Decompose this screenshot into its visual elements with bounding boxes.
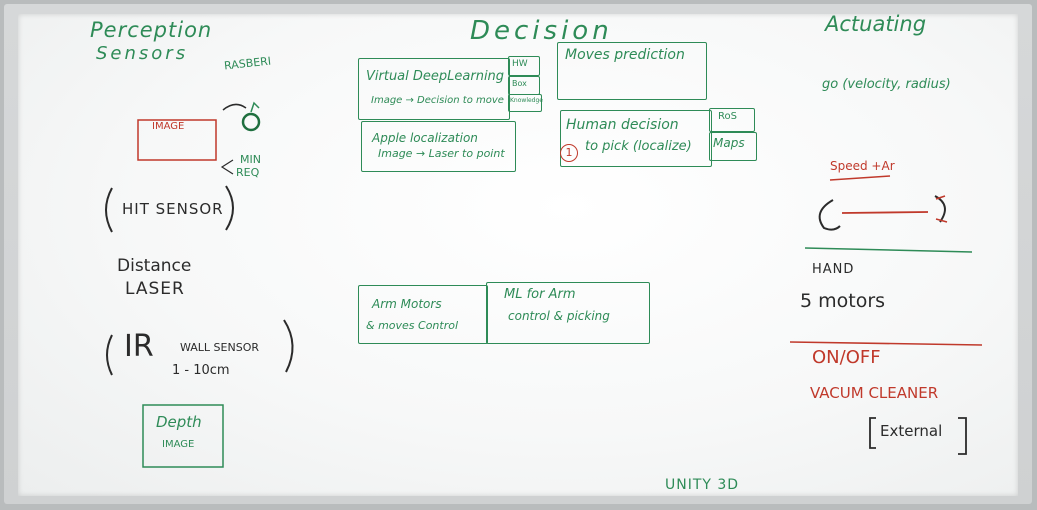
min-req-arrow (220, 159, 234, 175)
maps-box (709, 132, 757, 161)
speed-label: Speed +Ar (830, 159, 895, 173)
arm-motors-subtitle: & moves Control (366, 319, 459, 332)
knowledge-label: Knowledge (510, 97, 543, 104)
hit-sensor-right-paren (225, 185, 234, 231)
virtual-deeplearning-box (358, 58, 510, 120)
ml-arm-box (486, 282, 650, 344)
req-label: REQ (236, 166, 260, 179)
moves-prediction-box (557, 42, 707, 100)
vdl-subtitle: Image → Decision to move (371, 95, 504, 106)
actuating-divider-2 (789, 341, 983, 346)
moves-prediction-label: Moves prediction (565, 47, 685, 63)
min-label: MIN (240, 153, 261, 166)
vacuum-label: VACUM CLEANER (810, 384, 939, 402)
maps-label: Maps (713, 136, 745, 150)
to-pick-label: to pick (localize) (585, 139, 692, 154)
external-label: External (880, 422, 943, 440)
hand-gripper-sketch (818, 195, 948, 231)
ros-box (709, 108, 755, 132)
knowledge-box (508, 94, 542, 112)
external-left-bracket (869, 417, 876, 449)
hw-box (508, 56, 540, 76)
human-decision-box (560, 110, 712, 167)
hand-label: HAND (812, 262, 855, 277)
go-label: go (velocity, radius) (822, 77, 951, 92)
arm-motors-box (358, 285, 488, 344)
box-label: Box (512, 79, 527, 88)
actuating-divider-1 (804, 247, 973, 253)
image-label: IMAGE (152, 121, 185, 132)
decision-title: Decision (470, 16, 613, 46)
apple-localization-title: Apple localization (372, 131, 478, 145)
apple-localization-subtitle: Image → Laser to point (378, 147, 505, 160)
ml-arm-label: ML for Arm (504, 287, 576, 302)
wall-sensor-label: WALL SENSOR (180, 341, 259, 354)
depth-label: Depth (156, 413, 202, 431)
depth-image-label: IMAGE (162, 439, 195, 450)
raspberry-sketch (222, 101, 261, 132)
vdl-title: Virtual DeepLearning (366, 69, 505, 84)
distance-label: Distance (117, 256, 192, 276)
onoff-label: ON/OFF (812, 347, 881, 368)
apple-localization-box (361, 121, 516, 172)
ir-label: IR (124, 329, 154, 364)
hit-sensor-left-paren (105, 187, 113, 233)
actuating-title: Actuating (825, 12, 927, 36)
depth-image-box (142, 404, 224, 468)
image-box-sketch (137, 119, 217, 161)
sensors-title: Sensors (96, 43, 189, 64)
speed-underline (829, 175, 891, 181)
ir-right-paren (283, 319, 294, 373)
motors-label: 5 motors (800, 290, 886, 312)
external-right-bracket (958, 417, 967, 455)
perception-title: Perception (90, 18, 213, 42)
hit-sensor-label: HIT SENSOR (122, 200, 224, 218)
laser-label: LASER (125, 279, 185, 299)
circled-one-badge: 1 (560, 144, 578, 162)
ir-left-paren (106, 334, 113, 376)
arm-motors-label: Arm Motors (372, 297, 442, 311)
ros-label: RoS (718, 111, 737, 122)
ml-arm-subtitle: control & picking (508, 309, 610, 323)
human-decision-label: Human decision (566, 117, 679, 133)
range-label: 1 - 10cm (172, 363, 230, 378)
unity-label: UNITY 3D (665, 477, 740, 493)
hw-label: HW (512, 59, 528, 69)
